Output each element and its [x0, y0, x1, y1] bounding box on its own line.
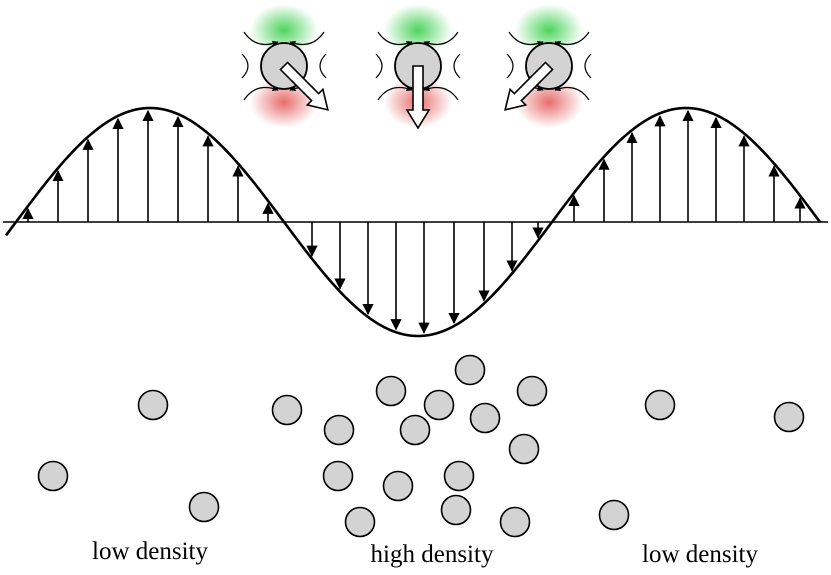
flow-line: [319, 53, 327, 79]
flow-line-arrow-icon: [554, 85, 590, 101]
density-particle-12: [469, 402, 501, 434]
density-particle-6: [344, 506, 376, 538]
flow-line: [453, 53, 461, 79]
particle-glyph-middle: [375, 4, 461, 130]
flow-line: [584, 53, 592, 79]
density-particle-14: [440, 494, 472, 526]
label-low-density-right: low density: [642, 541, 758, 568]
force-arrow-icon: [405, 65, 431, 130]
flow-line-arrow-icon: [508, 31, 544, 47]
wave-curve: [4, 106, 822, 338]
flow-line-arrow-icon: [289, 31, 325, 47]
compression-glow: [250, 4, 318, 56]
density-particle-9: [399, 414, 431, 446]
density-particle-10: [423, 389, 455, 421]
density-particle-1: [137, 389, 169, 421]
compression-glow: [515, 4, 583, 56]
flow-line: [375, 53, 383, 79]
flow-line: [506, 53, 514, 79]
flow-line-arrow-icon: [243, 31, 279, 47]
flow-line-arrow-icon: [423, 85, 459, 101]
flow-line-arrow-icon: [377, 85, 413, 101]
density-particle-8: [375, 375, 407, 407]
density-particle-7: [382, 470, 414, 502]
flow-line-arrow-icon: [554, 31, 590, 47]
flow-line-arrow-icon: [243, 85, 279, 101]
particle-glyph-right: [504, 4, 592, 128]
density-particle-17: [499, 506, 531, 538]
force-arrow-icon: [279, 61, 329, 111]
particle-glyph-group: [241, 4, 592, 130]
density-particle-19: [644, 389, 676, 421]
flow-line-arrow-icon: [423, 31, 459, 47]
density-particle-11: [454, 354, 486, 386]
density-particle-18: [598, 499, 630, 531]
force-arrow-icon: [504, 61, 554, 111]
flow-line-arrow-icon: [377, 31, 413, 47]
density-particle-13: [443, 460, 475, 492]
density-particle-16: [516, 375, 548, 407]
label-high-density: high density: [370, 541, 494, 568]
density-particle-15: [508, 433, 540, 465]
density-particle-4: [323, 414, 355, 446]
particle-glyph-left: [241, 4, 329, 128]
label-low-density-left: low density: [92, 538, 208, 565]
compression-glow: [384, 4, 452, 56]
flow-line: [241, 53, 249, 79]
density-particle-20: [773, 401, 805, 433]
density-particle-0: [37, 460, 69, 492]
particle-field: [37, 354, 805, 538]
density-particle-2: [188, 491, 220, 523]
density-particle-5: [322, 460, 354, 492]
wave: [4, 106, 822, 338]
density-particle-3: [271, 394, 303, 426]
